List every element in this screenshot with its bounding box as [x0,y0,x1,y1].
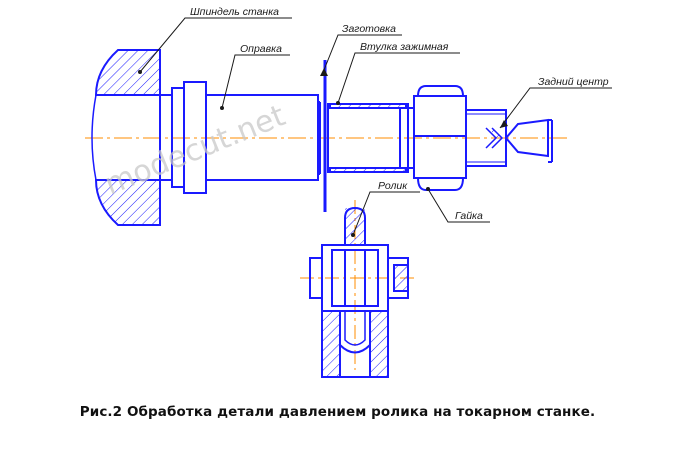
label-roller: Ролик [378,180,408,192]
lathe-roller-burnishing-drawing: Шпиндель станка Оправка Заготовка Втулка… [85,6,612,378]
watermark: modecut.net [100,98,291,202]
leader-lines [139,17,612,236]
spindle [91,49,161,226]
leader-dots [138,70,430,237]
workpiece-arrow [320,68,328,76]
label-tailstock-center: Задний центр [538,76,609,88]
label-mandrel: Оправка [240,43,282,55]
mandrel [159,81,321,194]
roller-assembly [309,206,409,378]
center-arrow [500,120,508,128]
label-sleeve: Втулка зажимная [360,41,449,53]
tailstock-center [504,118,553,163]
figure-caption: Рис.2 Обработка детали давлением ролика … [79,404,596,420]
label-nut: Гайка [455,210,483,222]
label-workpiece: Заготовка [342,23,396,35]
label-spindle: Шпиндель станка [190,6,279,18]
